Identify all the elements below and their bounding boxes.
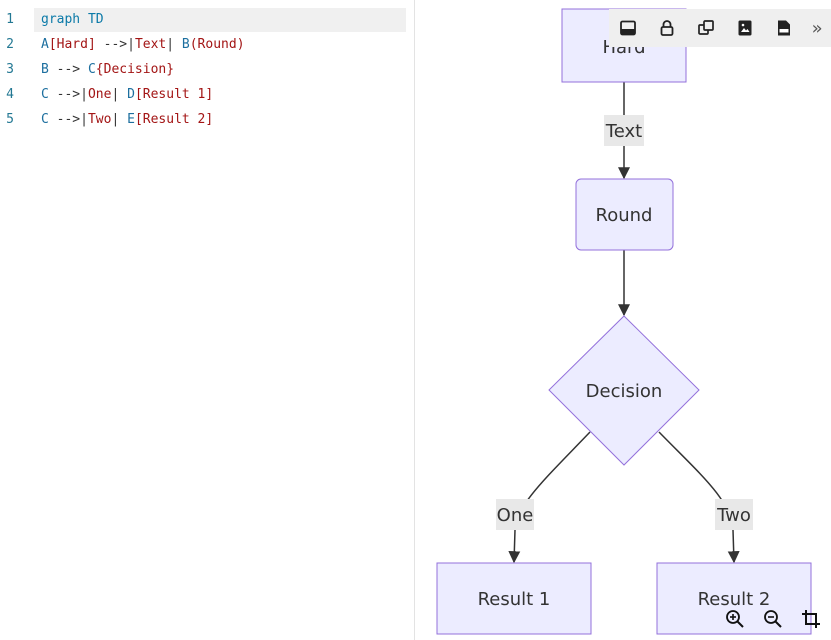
panel-toggle-button[interactable]: [609, 9, 648, 47]
code-token: |: [166, 37, 182, 52]
edge-decision-result2: [658, 431, 740, 564]
diagram-toolbar: »: [609, 9, 831, 47]
diagram-preview[interactable]: Text One Two Hard Round Decision Result …: [416, 0, 831, 640]
code-token: (Round): [189, 37, 245, 52]
code-token: Two: [87, 112, 112, 127]
crop-icon: [802, 610, 820, 628]
code-line[interactable]: 1 graph TD: [0, 8, 406, 32]
code-text: graph TD: [41, 8, 104, 32]
code-token: {Decision}: [95, 62, 175, 77]
code-token: |: [111, 87, 128, 102]
svg-text:Decision: Decision: [586, 381, 663, 402]
code-token: |: [111, 112, 128, 127]
code-token: [Hard]: [48, 37, 96, 52]
svg-text:Round: Round: [596, 205, 653, 226]
code-token: C: [41, 112, 49, 127]
zoom-out-button[interactable]: [758, 604, 788, 634]
export-image-icon: [738, 20, 752, 36]
zoom-in-button[interactable]: [720, 604, 750, 634]
export-png-icon: [777, 20, 790, 36]
svg-text:Result 2: Result 2: [698, 589, 771, 610]
code-token: -->: [95, 37, 128, 52]
svg-text:Two: Two: [716, 505, 751, 526]
code-token: [Result 1]: [134, 87, 214, 102]
code-line[interactable]: 3 B --> C{Decision}: [0, 58, 406, 82]
zoom-out-icon: [764, 610, 782, 628]
code-token: -->: [48, 112, 81, 127]
code-token: |: [80, 112, 88, 127]
code-text: A[Hard] -->|Text| B(Round): [41, 33, 245, 57]
line-number: 1: [6, 12, 14, 27]
code-token: -->: [48, 62, 88, 77]
copy-button[interactable]: [687, 9, 726, 47]
code-token: B: [181, 37, 190, 52]
active-line-highlight: [34, 8, 406, 32]
node-result-1[interactable]: Result 1: [436, 562, 592, 635]
lock-button[interactable]: [648, 9, 687, 47]
code-token: One: [87, 87, 112, 102]
svg-text:Result 1: Result 1: [478, 589, 551, 610]
code-token: E: [127, 112, 135, 127]
flowchart-svg: Text One Two Hard Round Decision Result …: [436, 8, 812, 635]
edge-decision-result1: [508, 431, 591, 564]
more-chevron-icon[interactable]: »: [811, 17, 823, 39]
code-token: D: [127, 87, 135, 102]
lock-icon: [660, 20, 674, 36]
edge-label-text: Text: [604, 115, 644, 146]
code-token: A: [41, 37, 49, 52]
zoom-controls: [720, 604, 826, 634]
code-text: C -->|One| D[Result 1]: [41, 83, 213, 107]
copy-icon: [698, 20, 714, 35]
code-token: B: [41, 62, 49, 77]
export-png-button[interactable]: [764, 9, 803, 47]
crop-button[interactable]: [796, 604, 826, 634]
edge-label-two: Two: [715, 499, 753, 530]
svg-text:One: One: [497, 505, 534, 526]
code-token: -->: [48, 87, 81, 102]
line-number: 5: [6, 112, 14, 127]
zoom-in-icon: [726, 610, 744, 628]
panel-toggle-icon: [620, 20, 637, 36]
code-text: C -->|Two| E[Result 2]: [41, 108, 213, 132]
code-token: graph TD: [41, 12, 104, 27]
export-image-button[interactable]: [725, 9, 764, 47]
code-token: C: [41, 87, 49, 102]
line-number: 3: [6, 62, 14, 77]
code-text: B --> C{Decision}: [41, 58, 174, 82]
edge-label-one: One: [496, 499, 534, 530]
code-token: C: [87, 62, 96, 77]
code-token: |: [80, 87, 88, 102]
node-round[interactable]: Round: [575, 178, 674, 251]
node-decision[interactable]: Decision: [548, 315, 700, 466]
code-token: [Result 2]: [134, 112, 214, 127]
line-number: 4: [6, 87, 14, 102]
code-token: Text: [134, 37, 167, 52]
svg-text:Text: Text: [605, 121, 642, 142]
line-number: 2: [6, 37, 14, 52]
code-token: |: [127, 37, 135, 52]
